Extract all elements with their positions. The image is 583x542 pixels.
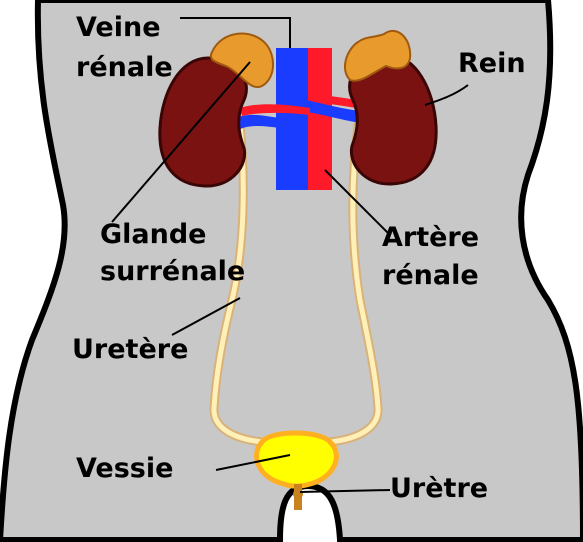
label-uretre: Urètre <box>390 473 488 504</box>
label-glande-surrenale-line1: Glande <box>100 219 207 250</box>
label-artere-renale-line1: Artère <box>382 222 479 253</box>
label-veine-renale-line2: rénale <box>76 52 173 83</box>
aorta <box>308 48 332 190</box>
urethra-sphincter <box>293 489 303 499</box>
label-uretere: Uretère <box>72 334 188 365</box>
vena-cava <box>276 48 308 190</box>
label-rein: Rein <box>458 48 526 79</box>
label-vessie: Vessie <box>76 453 173 484</box>
label-artere-renale-line2: rénale <box>382 260 479 291</box>
label-veine-renale-line1: Veine <box>76 12 161 43</box>
label-glande-surrenale-line2: surrénale <box>100 256 245 287</box>
